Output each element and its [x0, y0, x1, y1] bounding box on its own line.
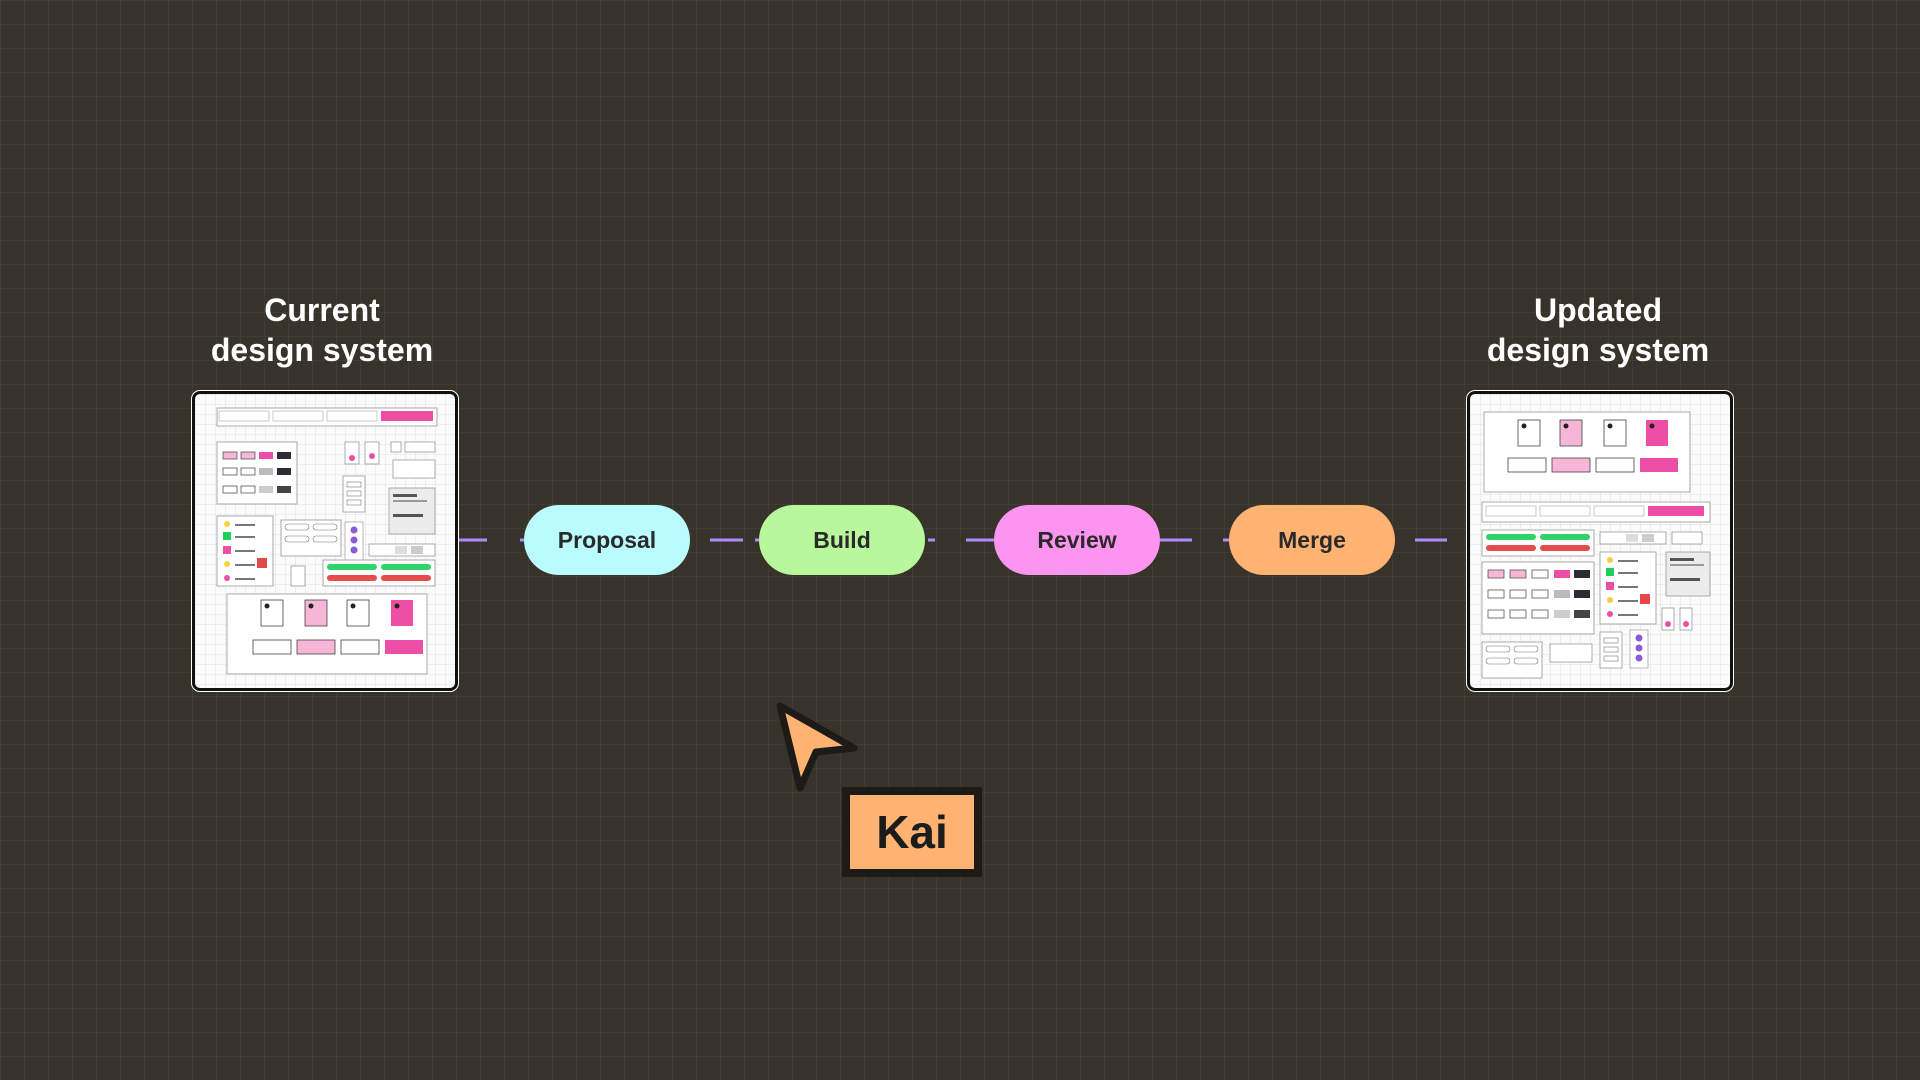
updated-design-system-preview [1481, 411, 1711, 679]
updated-design-system-thumbnail[interactable] [1467, 391, 1733, 691]
pointer-arrow-icon [776, 702, 858, 792]
current-design-system-preview [216, 407, 438, 675]
collaborator-name-tag: Kai [842, 787, 982, 877]
current-heading-line1: Current [264, 292, 380, 328]
pipeline-step-build[interactable]: Build [759, 505, 925, 575]
current-design-system-heading: Current design system [172, 290, 472, 370]
updated-design-system-heading: Updated design system [1448, 290, 1748, 370]
pipeline-step-proposal[interactable]: Proposal [524, 505, 690, 575]
collaborator-name: Kai [876, 806, 948, 858]
updated-heading-line2: design system [1486, 332, 1710, 368]
pipeline-step-review[interactable]: Review [994, 505, 1160, 575]
current-design-system-thumbnail[interactable] [192, 391, 458, 691]
pipeline-step-merge[interactable]: Merge [1229, 505, 1395, 575]
current-heading-line2: design system [210, 332, 434, 368]
updated-heading-line1: Updated [1534, 292, 1662, 328]
